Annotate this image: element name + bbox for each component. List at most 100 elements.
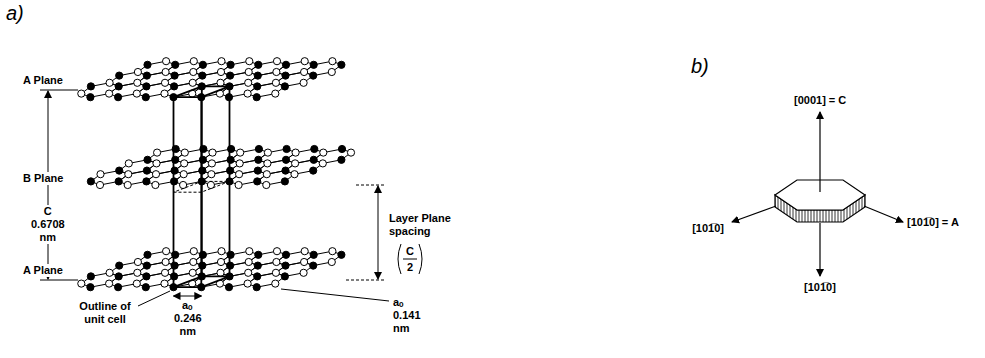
- carbon-atom: [245, 79, 252, 86]
- carbon-atom: [199, 156, 206, 163]
- carbon-atom: [329, 248, 336, 255]
- carbon-atom: [134, 79, 141, 86]
- carbon-atom: [254, 273, 261, 280]
- carbon-atom: [272, 90, 279, 97]
- carbon-atom: [190, 58, 197, 65]
- carbon-atom: [96, 181, 103, 188]
- direction-arrows: [732, 112, 903, 276]
- carbon-atom: [142, 94, 149, 101]
- carbon-atom: [208, 171, 215, 178]
- carbon-atom: [272, 280, 279, 287]
- carbon-atom: [106, 79, 113, 86]
- leader-lines: [138, 289, 389, 306]
- carbon-atom: [143, 167, 150, 174]
- dimension-value: 0.141 nm: [392, 309, 422, 335]
- carbon-atom: [301, 58, 308, 65]
- carbon-atom: [115, 83, 122, 90]
- carbon-atom: [143, 262, 150, 269]
- carbon-atom: [282, 61, 289, 68]
- carbon-atom: [255, 61, 262, 68]
- carbon-atom: [217, 79, 224, 86]
- carbon-atom: [227, 156, 234, 163]
- carbon-atom: [283, 145, 290, 152]
- carbon-atom: [246, 58, 253, 65]
- carbon-atom: [144, 251, 151, 258]
- carbon-atom: [245, 258, 252, 265]
- carbon-atom: [319, 160, 326, 167]
- carbon-atom: [143, 83, 150, 90]
- carbon-atom: [347, 149, 354, 156]
- panel-letter: b): [690, 55, 710, 77]
- carbon-atom: [255, 251, 262, 258]
- carbon-atom: [310, 167, 317, 174]
- carbon-atom: [163, 248, 170, 255]
- carbon-atom: [282, 156, 289, 163]
- carbon-atom: [87, 273, 94, 280]
- carbon-atom: [272, 79, 279, 86]
- direction-label: [101̅0] = A: [906, 216, 960, 229]
- carbon-atom: [338, 156, 345, 163]
- carbon-atom: [116, 167, 123, 174]
- carbon-atom: [125, 171, 132, 178]
- carbon-atom: [338, 61, 345, 68]
- carbon-atom: [87, 83, 94, 90]
- carbon-atom: [199, 72, 206, 79]
- carbon-atom: [310, 262, 317, 269]
- carbon-atom: [253, 284, 260, 291]
- carbon-atom: [281, 83, 288, 90]
- carbon-atom: [78, 280, 85, 287]
- carbon-atom: [115, 273, 122, 280]
- carbon-atom: [106, 269, 113, 276]
- carbon-atom: [245, 269, 252, 276]
- carbon-atom: [273, 68, 280, 75]
- carbon-atom: [218, 248, 225, 255]
- carbon-atom: [282, 72, 289, 79]
- carbon-atom: [180, 171, 187, 178]
- carbon-atom: [291, 171, 298, 178]
- carbon-atom: [263, 181, 270, 188]
- carbon-atom: [235, 181, 242, 188]
- carbon-atom: [227, 72, 234, 79]
- carbon-atom: [329, 58, 336, 65]
- carbon-atom: [273, 258, 280, 265]
- carbon-atom: [106, 280, 113, 287]
- symbol-label: aₒ: [181, 299, 194, 312]
- carbon-atom: [199, 251, 206, 258]
- carbon-atom: [142, 284, 149, 291]
- carbon-atom: [310, 251, 317, 258]
- carbon-atom: [301, 248, 308, 255]
- carbon-atom: [115, 94, 122, 101]
- plane-label: A Plane: [22, 74, 64, 87]
- carbon-atom: [134, 269, 141, 276]
- carbon-atom: [255, 145, 262, 152]
- dimension-label: C 0.6708 nm: [30, 205, 66, 244]
- carbon-atom: [225, 284, 232, 291]
- carbon-atom: [245, 68, 252, 75]
- graphite-layer: [87, 145, 354, 188]
- carbon-atom: [133, 90, 140, 97]
- carbon-atom: [253, 94, 260, 101]
- carbon-atom: [78, 90, 85, 97]
- carbon-atom: [300, 269, 307, 276]
- dimension-value: 0.246 nm: [173, 312, 203, 338]
- carbon-atom: [244, 90, 251, 97]
- plane-label: A Plane: [22, 264, 64, 277]
- carbon-atom: [237, 149, 244, 156]
- carbon-atom: [171, 167, 178, 174]
- carbon-atom: [244, 280, 251, 287]
- carbon-atom: [264, 149, 271, 156]
- carbon-atom: [227, 61, 234, 68]
- carbon-atom: [236, 160, 243, 167]
- carbon-atom: [163, 58, 170, 65]
- carbon-atom: [281, 178, 288, 185]
- carbon-atom: [172, 61, 179, 68]
- carbon-atom: [87, 94, 94, 101]
- carbon-atom: [272, 269, 279, 276]
- carbon-atom: [189, 79, 196, 86]
- carbon-atom: [246, 248, 253, 255]
- carbon-atom: [190, 68, 197, 75]
- carbon-atom: [161, 90, 168, 97]
- direction-label: [0001] = C: [793, 94, 847, 107]
- carbon-atom: [189, 269, 196, 276]
